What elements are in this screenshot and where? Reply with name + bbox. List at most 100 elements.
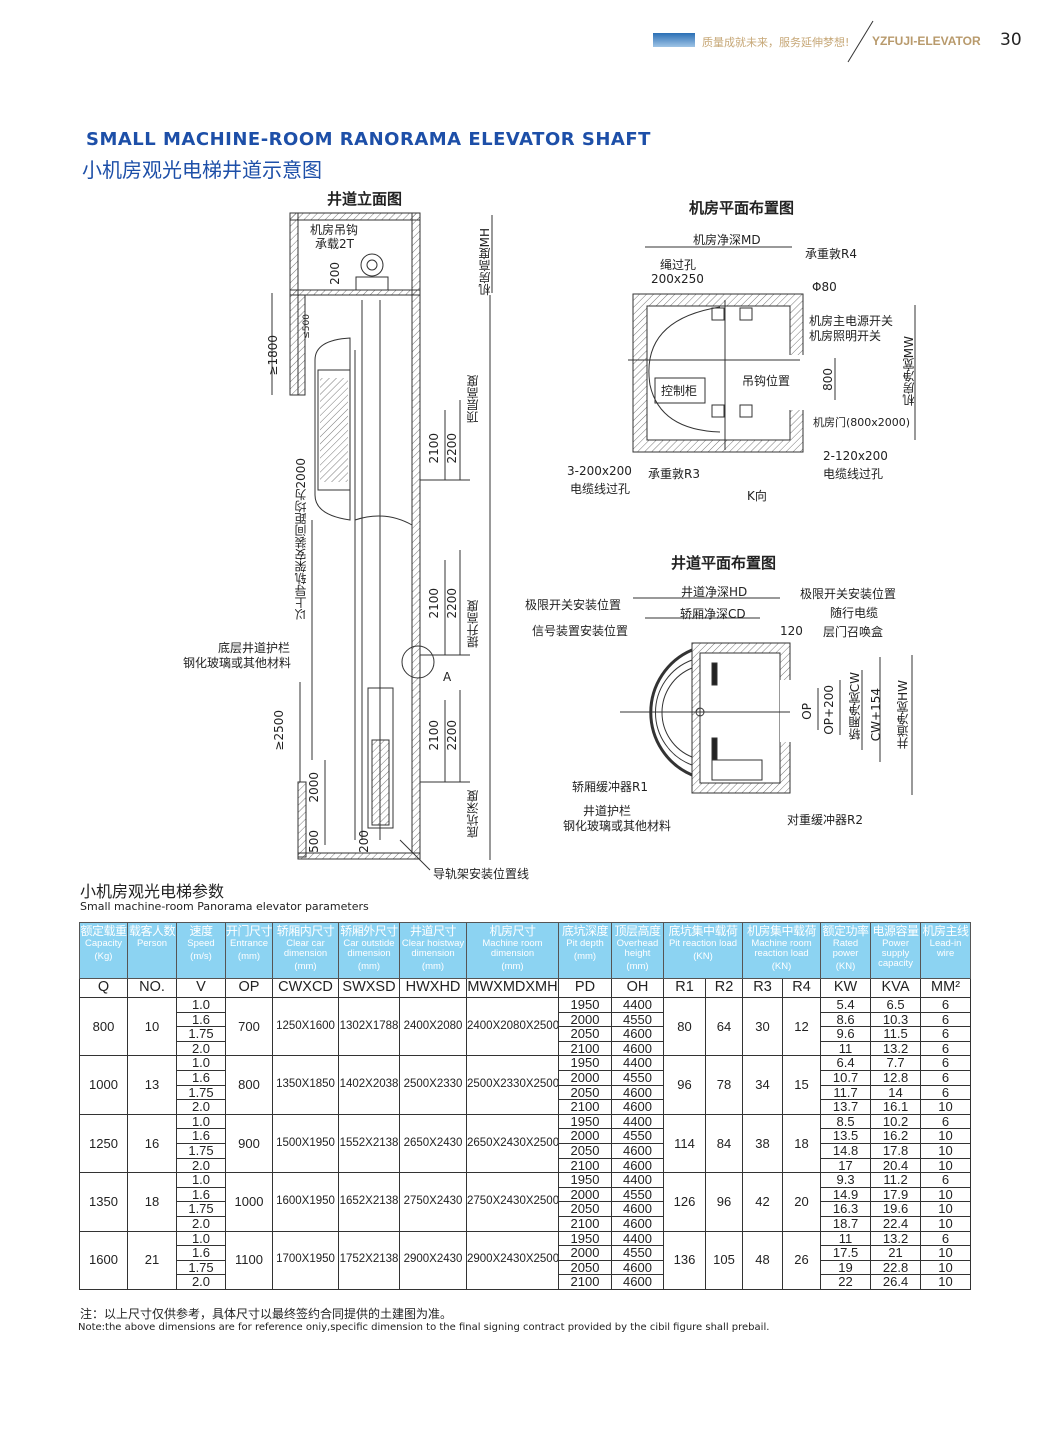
cell-speed: 2.0 xyxy=(176,1215,226,1232)
cell-speed: 1.0 xyxy=(176,1172,226,1188)
label-r2: 对重缓冲器R2 xyxy=(787,813,863,827)
cell-op: 700 xyxy=(225,996,273,1057)
label-mark-a: A xyxy=(443,670,452,684)
label-cable-2-desc: 电缆线过孔 xyxy=(823,467,884,481)
cell-r2: 84 xyxy=(704,1113,744,1174)
cell-pd: 2050 xyxy=(558,1259,612,1276)
label-2200b: 2200 xyxy=(445,588,459,619)
cell-kva: 26.4 xyxy=(870,1274,922,1290)
elevation-drawing xyxy=(271,212,493,871)
cell-speed: 1.6 xyxy=(176,1245,226,1261)
label-op: OP xyxy=(800,703,814,720)
label-cable-2: 2-120x200 xyxy=(823,449,888,463)
header-cn: 开门尺寸 xyxy=(226,924,273,938)
label-2100b: 2100 xyxy=(427,588,441,619)
cell-kva: 22.4 xyxy=(870,1215,922,1232)
code-cell: R4 xyxy=(782,978,822,998)
label-cw154: CW+154 xyxy=(869,688,883,742)
cell-op: 1100 xyxy=(225,1230,273,1290)
header-cn: 机房尺寸 xyxy=(489,924,536,938)
header-cn: 顶层高度 xyxy=(614,924,661,938)
code-cell: HWXHD xyxy=(399,978,467,998)
cell-mm2: 6 xyxy=(920,1069,972,1086)
cell-mm2: 6 xyxy=(920,1230,972,1247)
header-cn: 额定功率 xyxy=(822,924,870,938)
header-en: Capacity xyxy=(85,938,122,949)
cell-speed: 1.0 xyxy=(176,997,226,1013)
code-cell: Q xyxy=(79,978,128,998)
cell-cwcd: 1250X1600 xyxy=(272,996,339,1057)
cell-mm2: 6 xyxy=(920,1026,972,1042)
code-cell: OH xyxy=(611,978,664,998)
label-2200a: 2200 xyxy=(445,433,459,464)
cell-kw: 16.3 xyxy=(820,1201,872,1217)
cell-oh: 4600 xyxy=(611,1040,664,1057)
label-travel-cable: 随行电缆 xyxy=(830,606,879,620)
cell-speed: 1.0 xyxy=(176,1230,226,1247)
label-2500: ≥2500 xyxy=(272,710,286,751)
label-shaft-guard-2: 钢化玻璃或其他材料 xyxy=(563,819,672,833)
label-hd: 井道净深HD xyxy=(681,585,748,599)
cell-mm2: 10 xyxy=(920,1259,972,1276)
header-cn: 额定载重 xyxy=(80,924,127,938)
cell-pd: 2050 xyxy=(558,1201,612,1217)
cell-mm2: 10 xyxy=(920,1215,972,1232)
code-cell: CWXCD xyxy=(272,978,339,998)
cell-cwcd: 1500X1950 xyxy=(272,1113,339,1174)
cell-kva: 19.6 xyxy=(870,1201,922,1217)
cell-mwmdmh: 2900X2430X2500 xyxy=(466,1230,559,1290)
cell-oh: 4400 xyxy=(611,1230,664,1247)
cell-no: 10 xyxy=(127,996,177,1057)
header-en: Clear hoistway dimension xyxy=(401,938,465,959)
label-r4: 承重敦R4 xyxy=(805,247,857,261)
label-rope-hole: 绳过孔 xyxy=(660,258,697,272)
machine-room-plan-drawing xyxy=(628,246,916,453)
code-cell: SWXSD xyxy=(338,978,400,998)
cell-kva: 11.2 xyxy=(870,1172,922,1188)
note-cn: 注：以上尺寸仅供参考，具体尺寸以最终签约合同提供的土建图为准。 xyxy=(80,1307,453,1321)
cell-pd: 2000 xyxy=(558,1245,612,1261)
cell-r4: 18 xyxy=(782,1113,822,1174)
cell-mm2: 6 xyxy=(920,1113,972,1130)
cell-pd: 2000 xyxy=(558,1069,612,1086)
cell-kva: 16.1 xyxy=(870,1099,922,1115)
cell-kva: 16.2 xyxy=(870,1128,922,1144)
label-control-cabinet: 控制柜 xyxy=(661,384,698,398)
cell-kw: 11 xyxy=(820,1230,872,1247)
header-unit: (mm) xyxy=(573,951,597,962)
label-k-direction: K向 xyxy=(747,489,767,503)
label-bracket: 导轨架安装位置线 xyxy=(433,867,530,881)
cell-mm2: 10 xyxy=(920,1157,972,1174)
cell-kw: 8.5 xyxy=(820,1113,872,1130)
header-unit: (mm) xyxy=(237,951,261,962)
label-800: 800 xyxy=(821,368,835,391)
header-en: Pit reaction load xyxy=(668,938,738,949)
company-logo xyxy=(653,33,695,47)
cell-swsd: 1302X1788 xyxy=(338,996,400,1057)
header-cn: 轿厢内尺寸 xyxy=(276,924,335,938)
cell-mm2: 10 xyxy=(920,1186,972,1203)
cell-oh: 4600 xyxy=(611,1201,664,1217)
label-cd: 轿厢净深CD xyxy=(680,607,746,621)
label-hw: 井道净宽HW xyxy=(896,680,910,749)
label-pit: 底坑深度 xyxy=(466,790,480,838)
cell-oh: 4400 xyxy=(611,997,664,1013)
label-rail-spacing: 以上导轨架安装间距均为2000 xyxy=(294,458,308,621)
cell-speed: 1.6 xyxy=(176,1128,226,1144)
cell-mm2: 6 xyxy=(920,1011,972,1028)
cell-hwhd: 2650X2430 xyxy=(399,1113,467,1174)
cell-r1: 80 xyxy=(663,996,706,1057)
cell-hwhd: 2400X2080 xyxy=(399,996,467,1057)
label-r3: 承重敦R3 xyxy=(648,467,700,481)
cell-mm2: 10 xyxy=(920,1099,972,1115)
label-500: 500 xyxy=(307,830,321,853)
